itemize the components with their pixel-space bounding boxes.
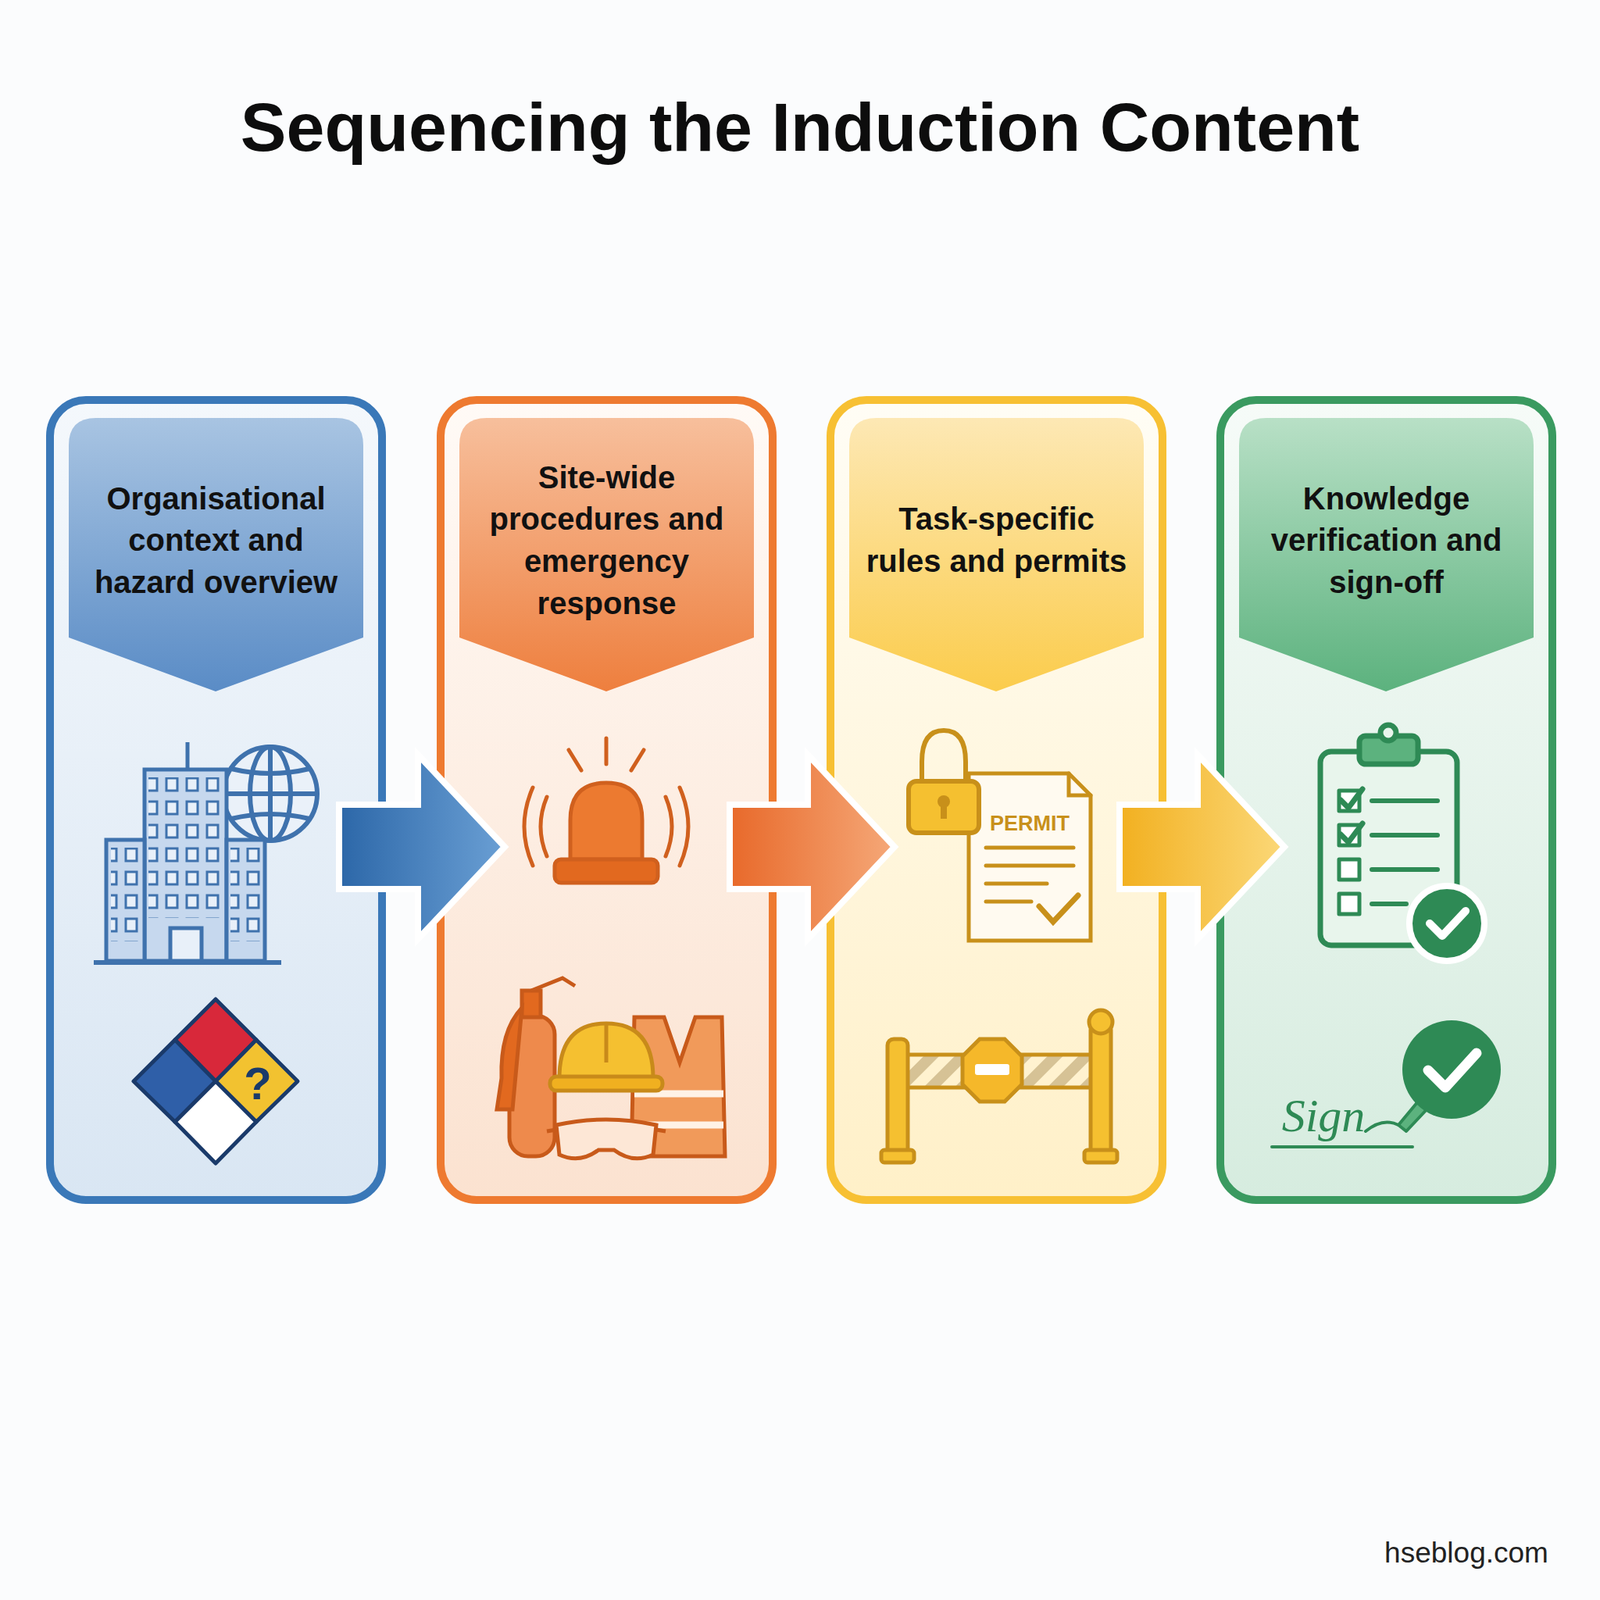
step-heading: Task-specific rules and permits (857, 498, 1136, 583)
building-icon (93, 742, 282, 963)
beacon-icon (524, 738, 689, 883)
step-card: Site-wide procedures and emergency respo… (436, 396, 777, 1204)
helmet-icon (550, 1023, 663, 1091)
step-card: Task-specific rules and permits (826, 396, 1167, 1204)
step-card: Knowledge verification and sign-off (1216, 396, 1557, 1204)
chevron-banners (68, 417, 1534, 692)
permit-document (968, 773, 1091, 941)
signature-icon (1271, 1020, 1501, 1147)
permit-label: PERMIT (989, 811, 1070, 836)
flow-arrow (729, 754, 895, 940)
padlock-icon (908, 730, 979, 833)
globe-icon (223, 746, 318, 841)
step-heading: Organisational context and hazard overvi… (77, 478, 355, 604)
flow-arrow (1119, 754, 1285, 940)
hazard-symbol: ? (243, 1057, 272, 1110)
step-heading: Knowledge verification and sign-off (1247, 478, 1525, 604)
diagram-title: Sequencing the Induction Content (0, 87, 1600, 168)
step-card: Organisational context and hazard overvi… (46, 396, 386, 1204)
watermark: hseblog.com (1384, 1536, 1549, 1570)
flow-arrow (339, 754, 505, 940)
barrier-icon (881, 1010, 1118, 1163)
goggles-icon (546, 1119, 666, 1159)
signature-text: Sign (1282, 1089, 1366, 1143)
card-frames (50, 400, 1553, 1200)
step-heading: Site-wide procedures and emergency respo… (467, 457, 746, 625)
hazard-diamond (133, 999, 298, 1164)
clipboard-icon (1320, 725, 1485, 961)
